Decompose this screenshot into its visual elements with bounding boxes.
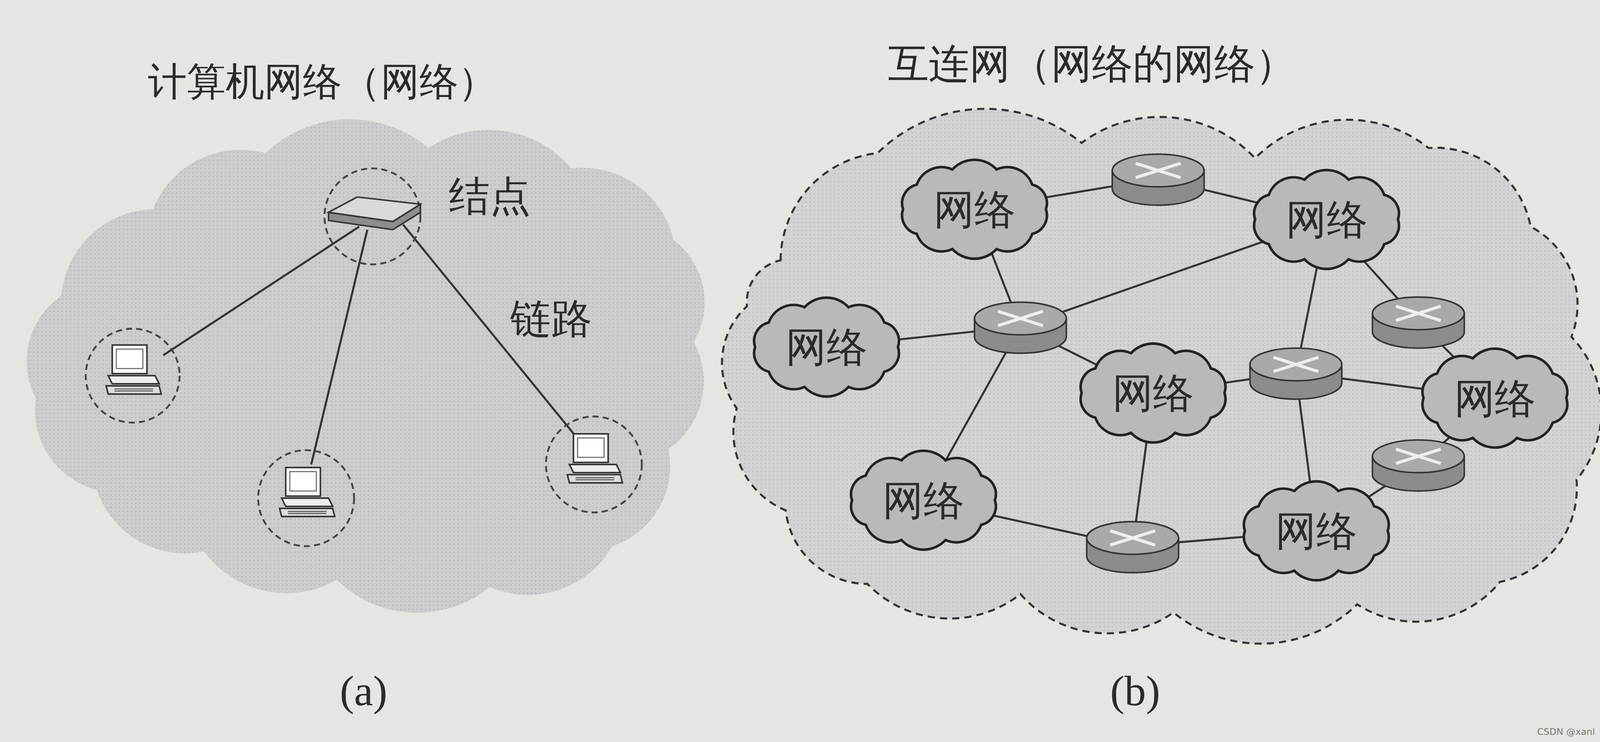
network-label: 网络: [1275, 506, 1357, 555]
router: [1372, 297, 1465, 349]
network-label: 网络: [882, 475, 965, 525]
network-cloud: 网络: [1071, 341, 1235, 444]
network-label: 网络: [1285, 194, 1368, 244]
network-label: 网络: [1112, 368, 1194, 418]
node-label: 结点: [448, 171, 531, 221]
cloud-shape: [754, 297, 900, 397]
router: [974, 302, 1067, 354]
dashed-circles: [85, 168, 642, 547]
network-cloud: [26, 119, 705, 613]
router-a: [328, 196, 421, 230]
network-label: 网络: [933, 184, 1015, 234]
panel-caption: (b): [1110, 665, 1161, 717]
panel-caption: (a): [339, 665, 388, 717]
cloud-shape: [1080, 343, 1226, 443]
computer: [567, 433, 623, 483]
network-cloud: 网络: [1234, 479, 1399, 582]
router: [1112, 154, 1205, 206]
network-cloud: 网络: [1413, 346, 1577, 449]
network-cloud: 网络: [745, 295, 909, 398]
links-a: [163, 224, 580, 465]
network-region: 计算机网络（网络）: [15, 50, 720, 633]
network-label: 网络: [1454, 373, 1536, 423]
network-cloud: 网络: [1244, 168, 1409, 271]
watermark: CSDN @xanl: [1537, 726, 1595, 738]
computer: [106, 344, 162, 394]
internet-cloud: [722, 108, 1600, 644]
cloud-shape: [1243, 480, 1389, 580]
network-cloud: 网络: [892, 158, 1057, 261]
cloud-shape: [1422, 348, 1568, 448]
link-label: 链路: [510, 293, 592, 343]
cloud-shape: [902, 159, 1048, 259]
cloud-shape: [1254, 170, 1400, 270]
cloud-shape: [851, 450, 997, 550]
router: [1249, 348, 1342, 400]
router: [1372, 439, 1465, 491]
computer: [279, 467, 335, 517]
router: [1086, 521, 1179, 573]
panel-title: 互连网（网络的网络）: [887, 38, 1297, 88]
network-cloud: 网络: [841, 448, 1006, 551]
network-region: 互连网（网络的网络）网络网络网络网络网络网络网络: [719, 25, 1588, 628]
network-label: 网络: [785, 322, 868, 372]
panel-title: 计算机网络（网络）: [147, 59, 497, 106]
